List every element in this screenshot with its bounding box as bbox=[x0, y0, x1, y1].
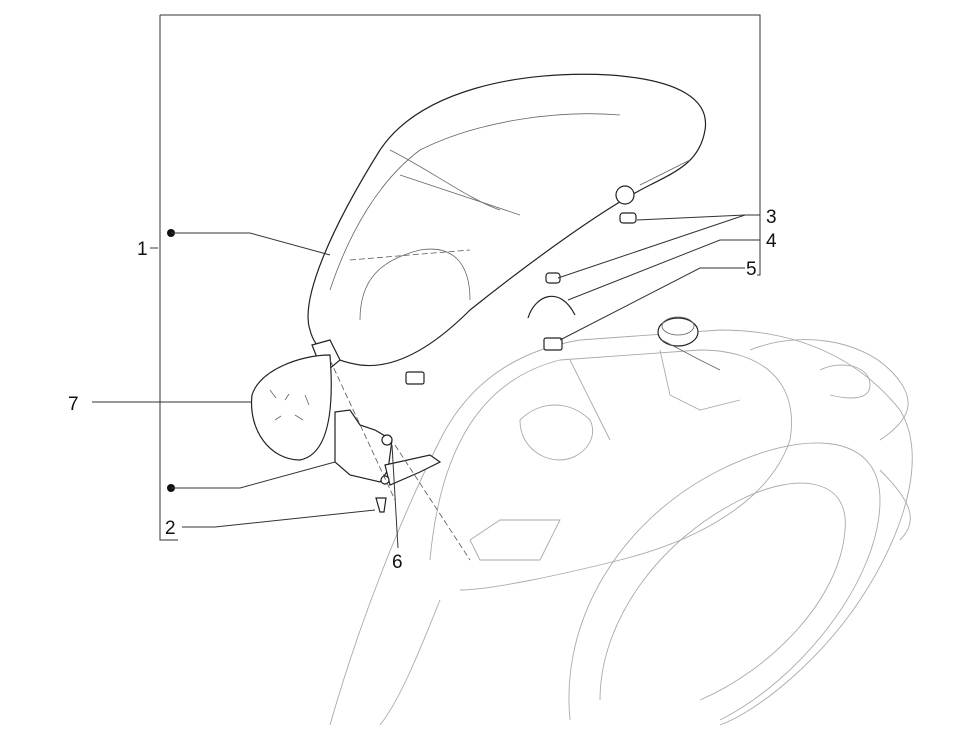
buffer-top bbox=[619, 212, 637, 224]
callout-7: 7 bbox=[68, 394, 79, 415]
scooter-body bbox=[329, 329, 913, 726]
callout-6: 6 bbox=[392, 552, 403, 573]
callout-4: 4 bbox=[766, 231, 777, 252]
pad-right bbox=[543, 337, 563, 351]
pad-left bbox=[405, 371, 425, 385]
group-frame-left bbox=[159, 15, 178, 541]
callout-3: 3 bbox=[766, 207, 777, 228]
group-frame-top bbox=[160, 14, 761, 276]
callout-1: 1 bbox=[137, 239, 148, 260]
callout-2: 2 bbox=[165, 518, 176, 539]
callout-5: 5 bbox=[746, 259, 757, 280]
strap bbox=[527, 295, 576, 319]
seat-pouch bbox=[250, 354, 332, 461]
leader-lines bbox=[92, 214, 760, 549]
seat bbox=[307, 73, 707, 367]
rubber-buffer bbox=[381, 434, 393, 446]
pouch-texture bbox=[269, 389, 310, 421]
seat-hinge bbox=[334, 409, 442, 486]
buffer-lower bbox=[545, 272, 561, 284]
fuel-cap bbox=[657, 316, 721, 371]
screw bbox=[375, 497, 387, 513]
